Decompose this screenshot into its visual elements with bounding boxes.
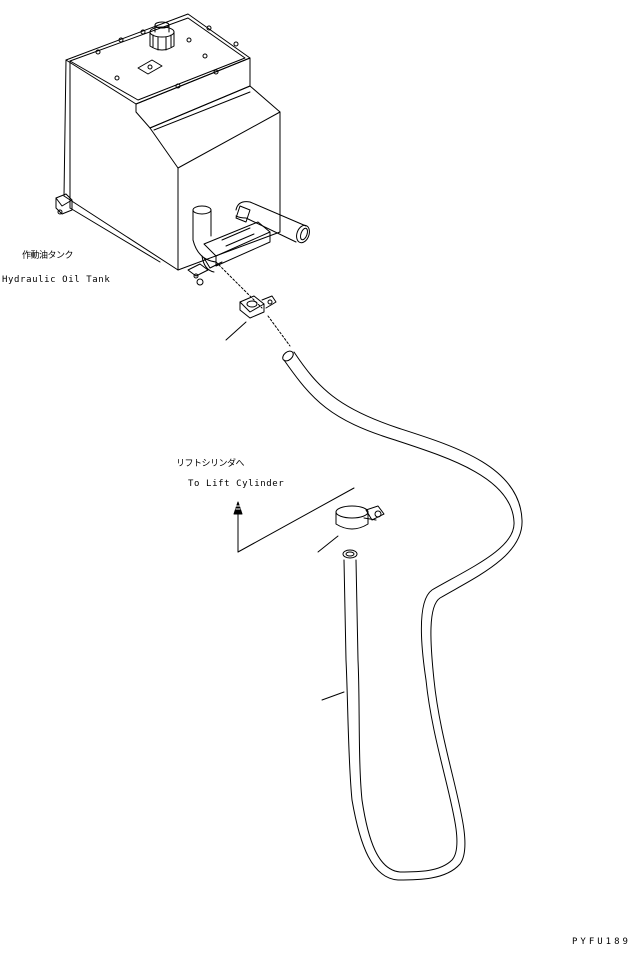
upper-hose-clamp <box>240 296 276 318</box>
lower-hose-clamp <box>336 506 384 529</box>
hose-leader-line <box>322 692 344 700</box>
tank-label-english: Hydraulic Oil Tank <box>2 275 111 285</box>
drawing-code: PYFU189 <box>572 937 631 947</box>
lower-clamp-leader-line <box>318 536 338 552</box>
clamp-leader-line <box>226 322 246 340</box>
hydraulic-hose <box>281 349 522 880</box>
bolt-group <box>96 26 238 88</box>
pipe-centerline <box>216 262 290 346</box>
cylinder-label-japanese: リフトシリンダへ <box>176 459 245 469</box>
cylinder-label-english: To Lift Cylinder <box>188 479 285 489</box>
direction-arrow <box>234 488 354 552</box>
tank-label-japanese: 作動油タンク <box>22 251 74 261</box>
hydraulic-oil-tank <box>56 14 312 285</box>
